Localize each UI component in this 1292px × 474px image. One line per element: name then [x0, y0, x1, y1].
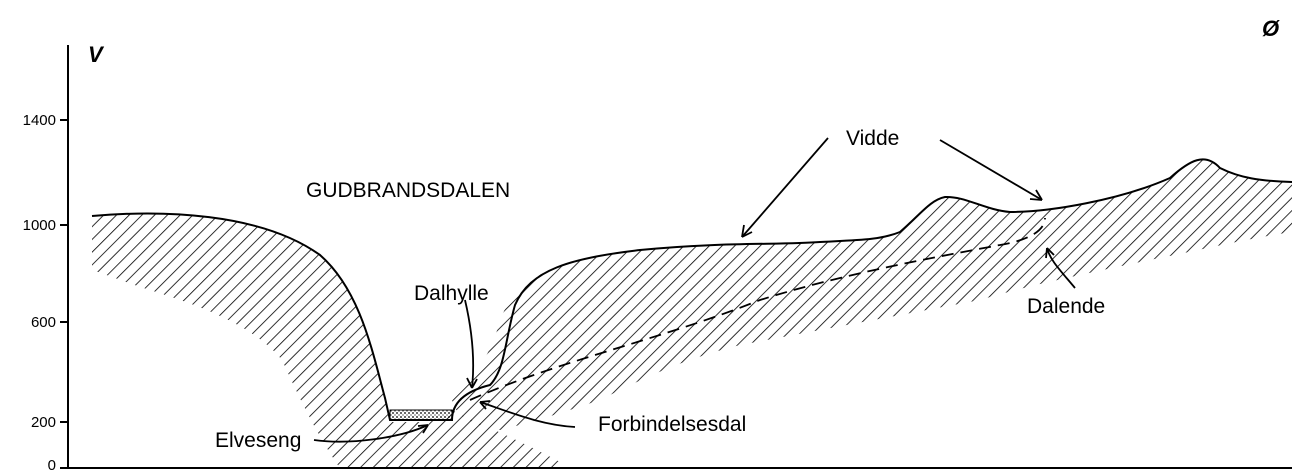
tick-label-0: 0 — [16, 458, 56, 473]
valley-name-label: GUDBRANDSDALEN — [306, 180, 510, 201]
river-plain-deposit — [390, 410, 452, 420]
tick-label-600: 600 — [16, 315, 56, 330]
vidde-label: Vidde — [846, 128, 899, 149]
forbindelsesdal-label: Forbindelsesdal — [598, 414, 746, 435]
vidde-arrow-left — [742, 138, 828, 237]
vidde-arrow-right — [940, 140, 1042, 200]
tick-label-1000: 1000 — [16, 218, 56, 233]
dalhylle-arrow — [465, 300, 473, 388]
plateau-hatch — [452, 159, 1292, 430]
left-valley-side-hatch — [92, 214, 560, 468]
east-direction-label: Ø — [1262, 18, 1279, 40]
west-direction-label: V — [88, 44, 103, 66]
dalhylle-label: Dalhylle — [414, 283, 489, 304]
elveseng-label: Elveseng — [215, 430, 301, 451]
tick-label-200: 200 — [16, 415, 56, 430]
dalende-label: Dalende — [1027, 296, 1105, 317]
tick-label-1400: 1400 — [16, 113, 56, 128]
